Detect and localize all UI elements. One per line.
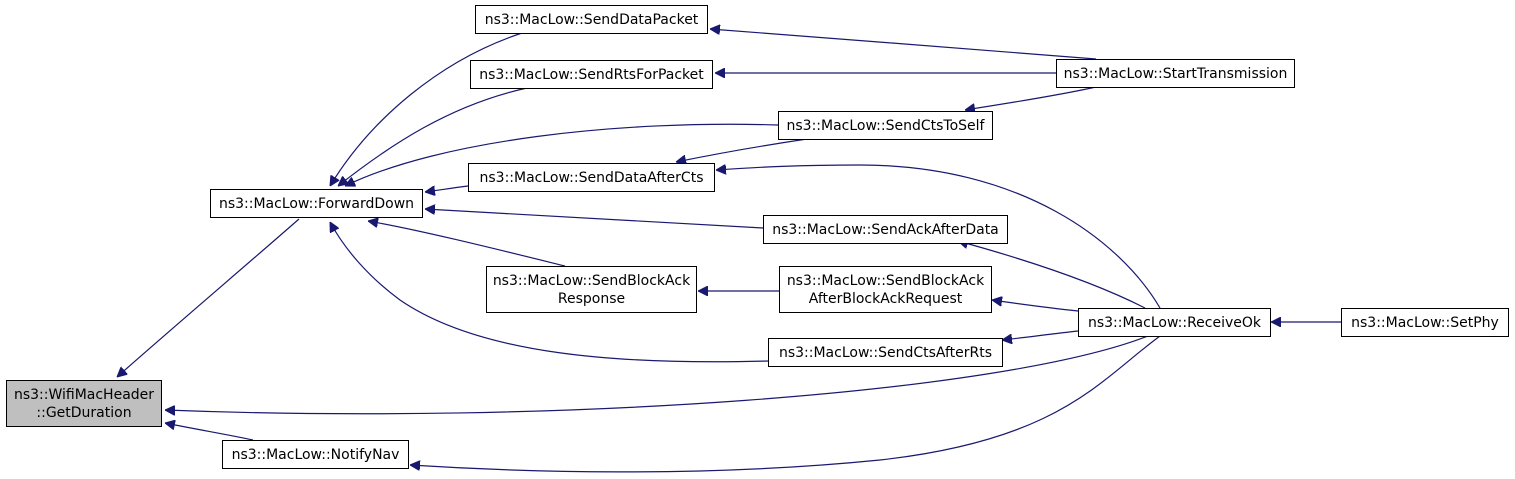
node-label: Response	[558, 291, 625, 307]
node-label: ns3::MacLow::ForwardDown	[219, 196, 414, 212]
edge-send-data-packet-to-forward-down	[330, 32, 523, 186]
node-box[interactable]	[210, 189, 423, 218]
nodes-layer: ns3::WifiMacHeader::GetDurationns3::MacL…	[6, 5, 1509, 469]
node-box[interactable]	[779, 266, 992, 313]
node-label: ns3::MacLow::SendBlockAck	[493, 273, 691, 289]
edge-send-rts-for-packet-to-forward-down	[338, 87, 528, 186]
node-send-data-packet[interactable]: ns3::MacLow::SendDataPacket	[475, 5, 708, 34]
edge-path	[165, 423, 254, 441]
edge-path	[165, 335, 1149, 414]
node-label: ns3::MacLow::NotifyNav	[232, 447, 400, 463]
edge-path	[330, 32, 523, 186]
edge-path	[965, 86, 1097, 110]
edges-layer	[117, 29, 1341, 473]
node-set-phy[interactable]: ns3::MacLow::SetPhy	[1341, 308, 1509, 337]
node-label: ns3::MacLow::SendRtsForPacket	[479, 67, 704, 83]
edge-receive-ok-to-notify-nav	[410, 335, 1161, 473]
edge-path	[117, 218, 300, 377]
edge-send-ack-after-data-to-forward-down	[425, 209, 764, 229]
edge-path	[425, 185, 469, 192]
edge-path	[338, 87, 528, 186]
edge-path	[425, 209, 764, 229]
edge-receive-ok-to-send-ack-after-data	[958, 241, 1146, 309]
node-label: ns3::MacLow::SendAckAfterData	[772, 222, 999, 238]
node-box[interactable]	[768, 338, 1003, 367]
node-forward-down[interactable]: ns3::MacLow::ForwardDown	[210, 189, 423, 218]
node-send-block-ack-after-request[interactable]: ns3::MacLow::SendBlockAckAfterBlockAckRe…	[779, 266, 992, 313]
node-label: ns3::MacLow::SendCtsToSelf	[787, 118, 986, 134]
edge-path	[958, 241, 1146, 309]
edge-path	[410, 335, 1161, 473]
edge-start-transmission-to-send-cts-to-self	[965, 86, 1097, 110]
node-box[interactable]	[1341, 308, 1509, 337]
edge-path	[345, 123, 779, 186]
edge-path	[710, 29, 1097, 60]
node-send-cts-to-self[interactable]: ns3::MacLow::SendCtsToSelf	[778, 111, 993, 140]
node-notify-nav[interactable]: ns3::MacLow::NotifyNav	[222, 440, 409, 469]
node-label: ns3::MacLow::SendDataPacket	[485, 12, 699, 28]
edge-path	[1002, 330, 1079, 340]
edge-receive-ok-to-get-duration	[165, 335, 1149, 414]
node-box[interactable]	[1078, 308, 1271, 337]
edge-path	[992, 300, 1079, 312]
node-box[interactable]	[486, 266, 697, 313]
edge-forward-down-to-get-duration	[117, 218, 300, 377]
node-label: ns3::WifiMacHeader	[14, 387, 154, 403]
node-box[interactable]	[1056, 59, 1295, 88]
node-receive-ok[interactable]: ns3::MacLow::ReceiveOk	[1078, 308, 1271, 337]
node-box[interactable]	[763, 215, 1008, 244]
edge-send-cts-to-self-to-send-data-after-cts	[676, 138, 808, 162]
node-get-duration[interactable]: ns3::WifiMacHeader::GetDuration	[6, 380, 162, 427]
node-label: ns3::MacLow::ReceiveOk	[1088, 315, 1262, 331]
node-label: ns3::MacLow::SendCtsAfterRts	[779, 345, 992, 361]
edge-send-block-ack-response-to-forward-down	[368, 221, 566, 267]
node-box[interactable]	[475, 5, 708, 34]
node-box[interactable]	[470, 60, 713, 89]
edge-send-cts-to-self-to-forward-down	[345, 123, 779, 186]
edge-send-cts-after-rts-to-forward-down	[329, 222, 769, 363]
edge-path	[716, 165, 1161, 309]
edge-receive-ok-to-send-block-ack-after-request	[992, 300, 1079, 312]
node-box[interactable]	[778, 111, 993, 140]
node-start-transmission[interactable]: ns3::MacLow::StartTransmission	[1056, 59, 1295, 88]
edge-receive-ok-to-send-data-after-cts	[716, 165, 1161, 309]
edge-notify-nav-to-get-duration	[165, 423, 254, 441]
edge-path	[368, 221, 566, 267]
edge-receive-ok-to-send-cts-after-rts	[1002, 330, 1079, 340]
node-send-rts-for-packet[interactable]: ns3::MacLow::SendRtsForPacket	[470, 60, 713, 89]
node-box[interactable]	[468, 163, 715, 192]
node-label: ns3::MacLow::StartTransmission	[1064, 66, 1288, 82]
node-send-ack-after-data[interactable]: ns3::MacLow::SendAckAfterData	[763, 215, 1008, 244]
node-box[interactable]	[6, 380, 162, 427]
node-label: ns3::MacLow::SetPhy	[1351, 315, 1499, 331]
node-label: ::GetDuration	[36, 405, 131, 421]
node-send-cts-after-rts[interactable]: ns3::MacLow::SendCtsAfterRts	[768, 338, 1003, 367]
edge-start-transmission-to-send-data-packet	[710, 29, 1097, 60]
node-label: ns3::MacLow::SendDataAfterCts	[480, 170, 704, 186]
edge-path	[329, 222, 769, 363]
node-box[interactable]	[222, 440, 409, 469]
node-send-data-after-cts[interactable]: ns3::MacLow::SendDataAfterCts	[468, 163, 715, 192]
edge-path	[676, 138, 808, 162]
node-label: AfterBlockAckRequest	[809, 291, 963, 307]
node-label: ns3::MacLow::SendBlockAck	[787, 273, 985, 289]
edge-send-data-after-cts-to-forward-down	[425, 185, 469, 192]
